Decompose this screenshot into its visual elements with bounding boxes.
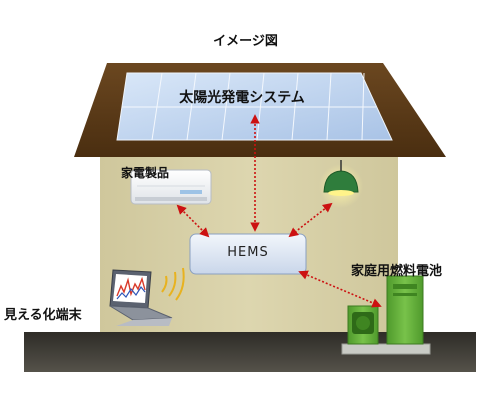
arrow-hems-fuelcell <box>298 270 382 308</box>
hems-label: HEMS <box>227 245 269 260</box>
fuel-cell-label: 家庭用燃料電池 <box>351 264 443 279</box>
lamp-icon <box>319 160 363 208</box>
diagram-title: イメージ図 <box>213 34 278 49</box>
connection-arrows <box>176 114 382 308</box>
arrow-lamp-hems <box>288 202 333 238</box>
hems-box <box>189 233 307 275</box>
solar-system-label: 太陽光発電システム <box>179 90 305 106</box>
wireless-signal-icon <box>161 267 185 301</box>
fuel-cell-icon <box>341 275 431 355</box>
display-device-label: 見える化端末 <box>4 308 82 323</box>
laptop-icon <box>109 269 173 326</box>
air-conditioner-icon <box>130 169 212 205</box>
arrow-appliance-hems <box>176 204 210 238</box>
appliance-label: 家電製品 <box>121 166 170 180</box>
